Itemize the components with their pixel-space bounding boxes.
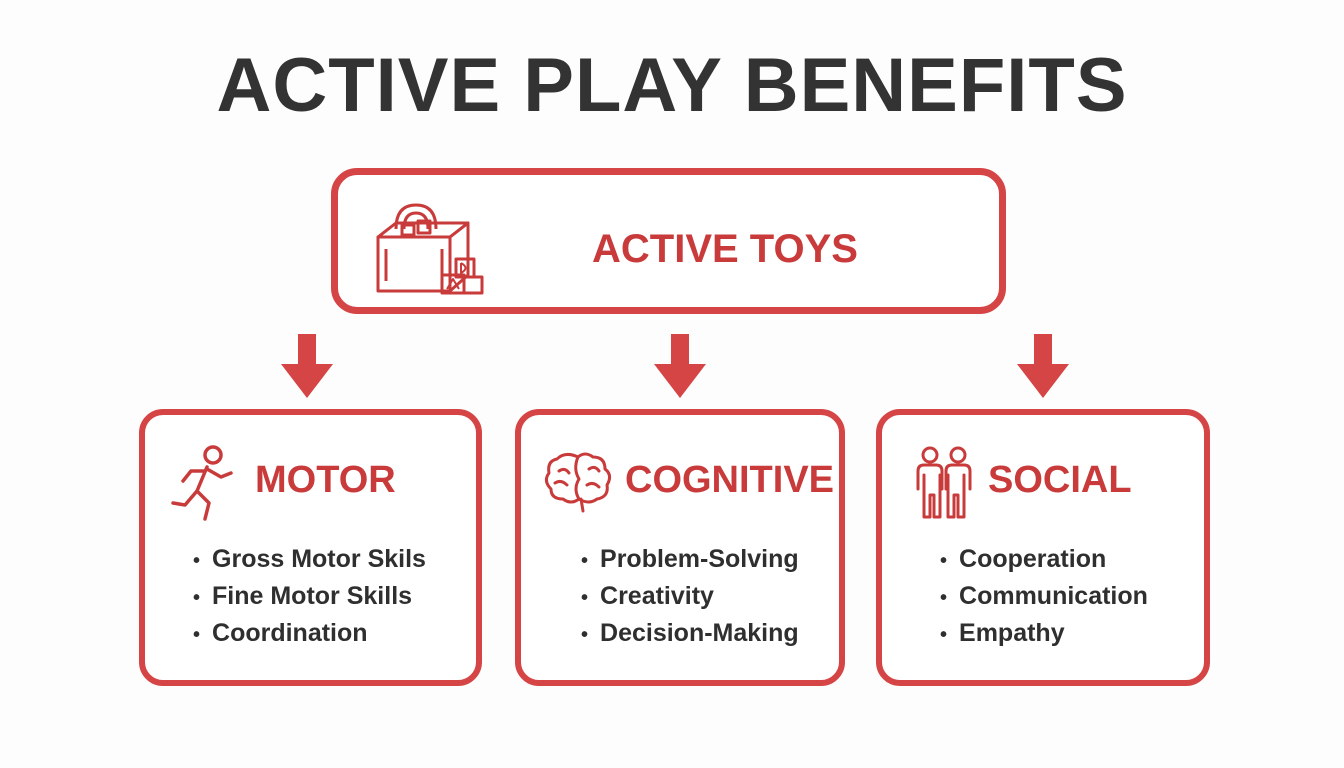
benefit-list: Gross Motor Skils Fine Motor Skills Coor…	[193, 541, 426, 652]
list-item: Problem-Solving	[581, 541, 799, 578]
list-item: Coordination	[193, 615, 426, 652]
list-item: Gross Motor Skils	[193, 541, 426, 578]
list-item: Creativity	[581, 578, 799, 615]
arrow-down-icon	[654, 334, 706, 398]
list-item: Decision-Making	[581, 615, 799, 652]
brain-icon	[544, 452, 612, 513]
diagram-title: ACTIVE PLAY BENEFITS	[216, 43, 1128, 128]
benefit-list: Cooperation Communication Empathy	[940, 541, 1148, 652]
cognitive-card: COGNITIVE Problem-Solving Creativity Dec…	[515, 409, 845, 686]
running-person-icon	[171, 445, 233, 521]
people-icon	[916, 446, 972, 519]
motor-card: MOTOR Gross Motor Skils Fine Motor Skill…	[139, 409, 482, 686]
arrow-down-icon	[281, 334, 333, 398]
social-card: SOCIAL Cooperation Communication Empathy	[876, 409, 1210, 686]
list-item: Empathy	[940, 615, 1148, 652]
active-toys-label: ACTIVE TOYS	[592, 227, 858, 271]
arrow-down-icon	[1017, 334, 1069, 398]
active-toys-box: ACTIVE TOYS	[331, 168, 1006, 314]
toy-box-icon	[376, 203, 484, 295]
list-item: Communication	[940, 578, 1148, 615]
benefit-list: Problem-Solving Creativity Decision-Maki…	[581, 541, 799, 652]
card-title: MOTOR	[255, 459, 396, 501]
card-title: COGNITIVE	[625, 459, 835, 501]
list-item: Fine Motor Skills	[193, 578, 426, 615]
list-item: Cooperation	[940, 541, 1148, 578]
card-title: SOCIAL	[988, 459, 1132, 501]
